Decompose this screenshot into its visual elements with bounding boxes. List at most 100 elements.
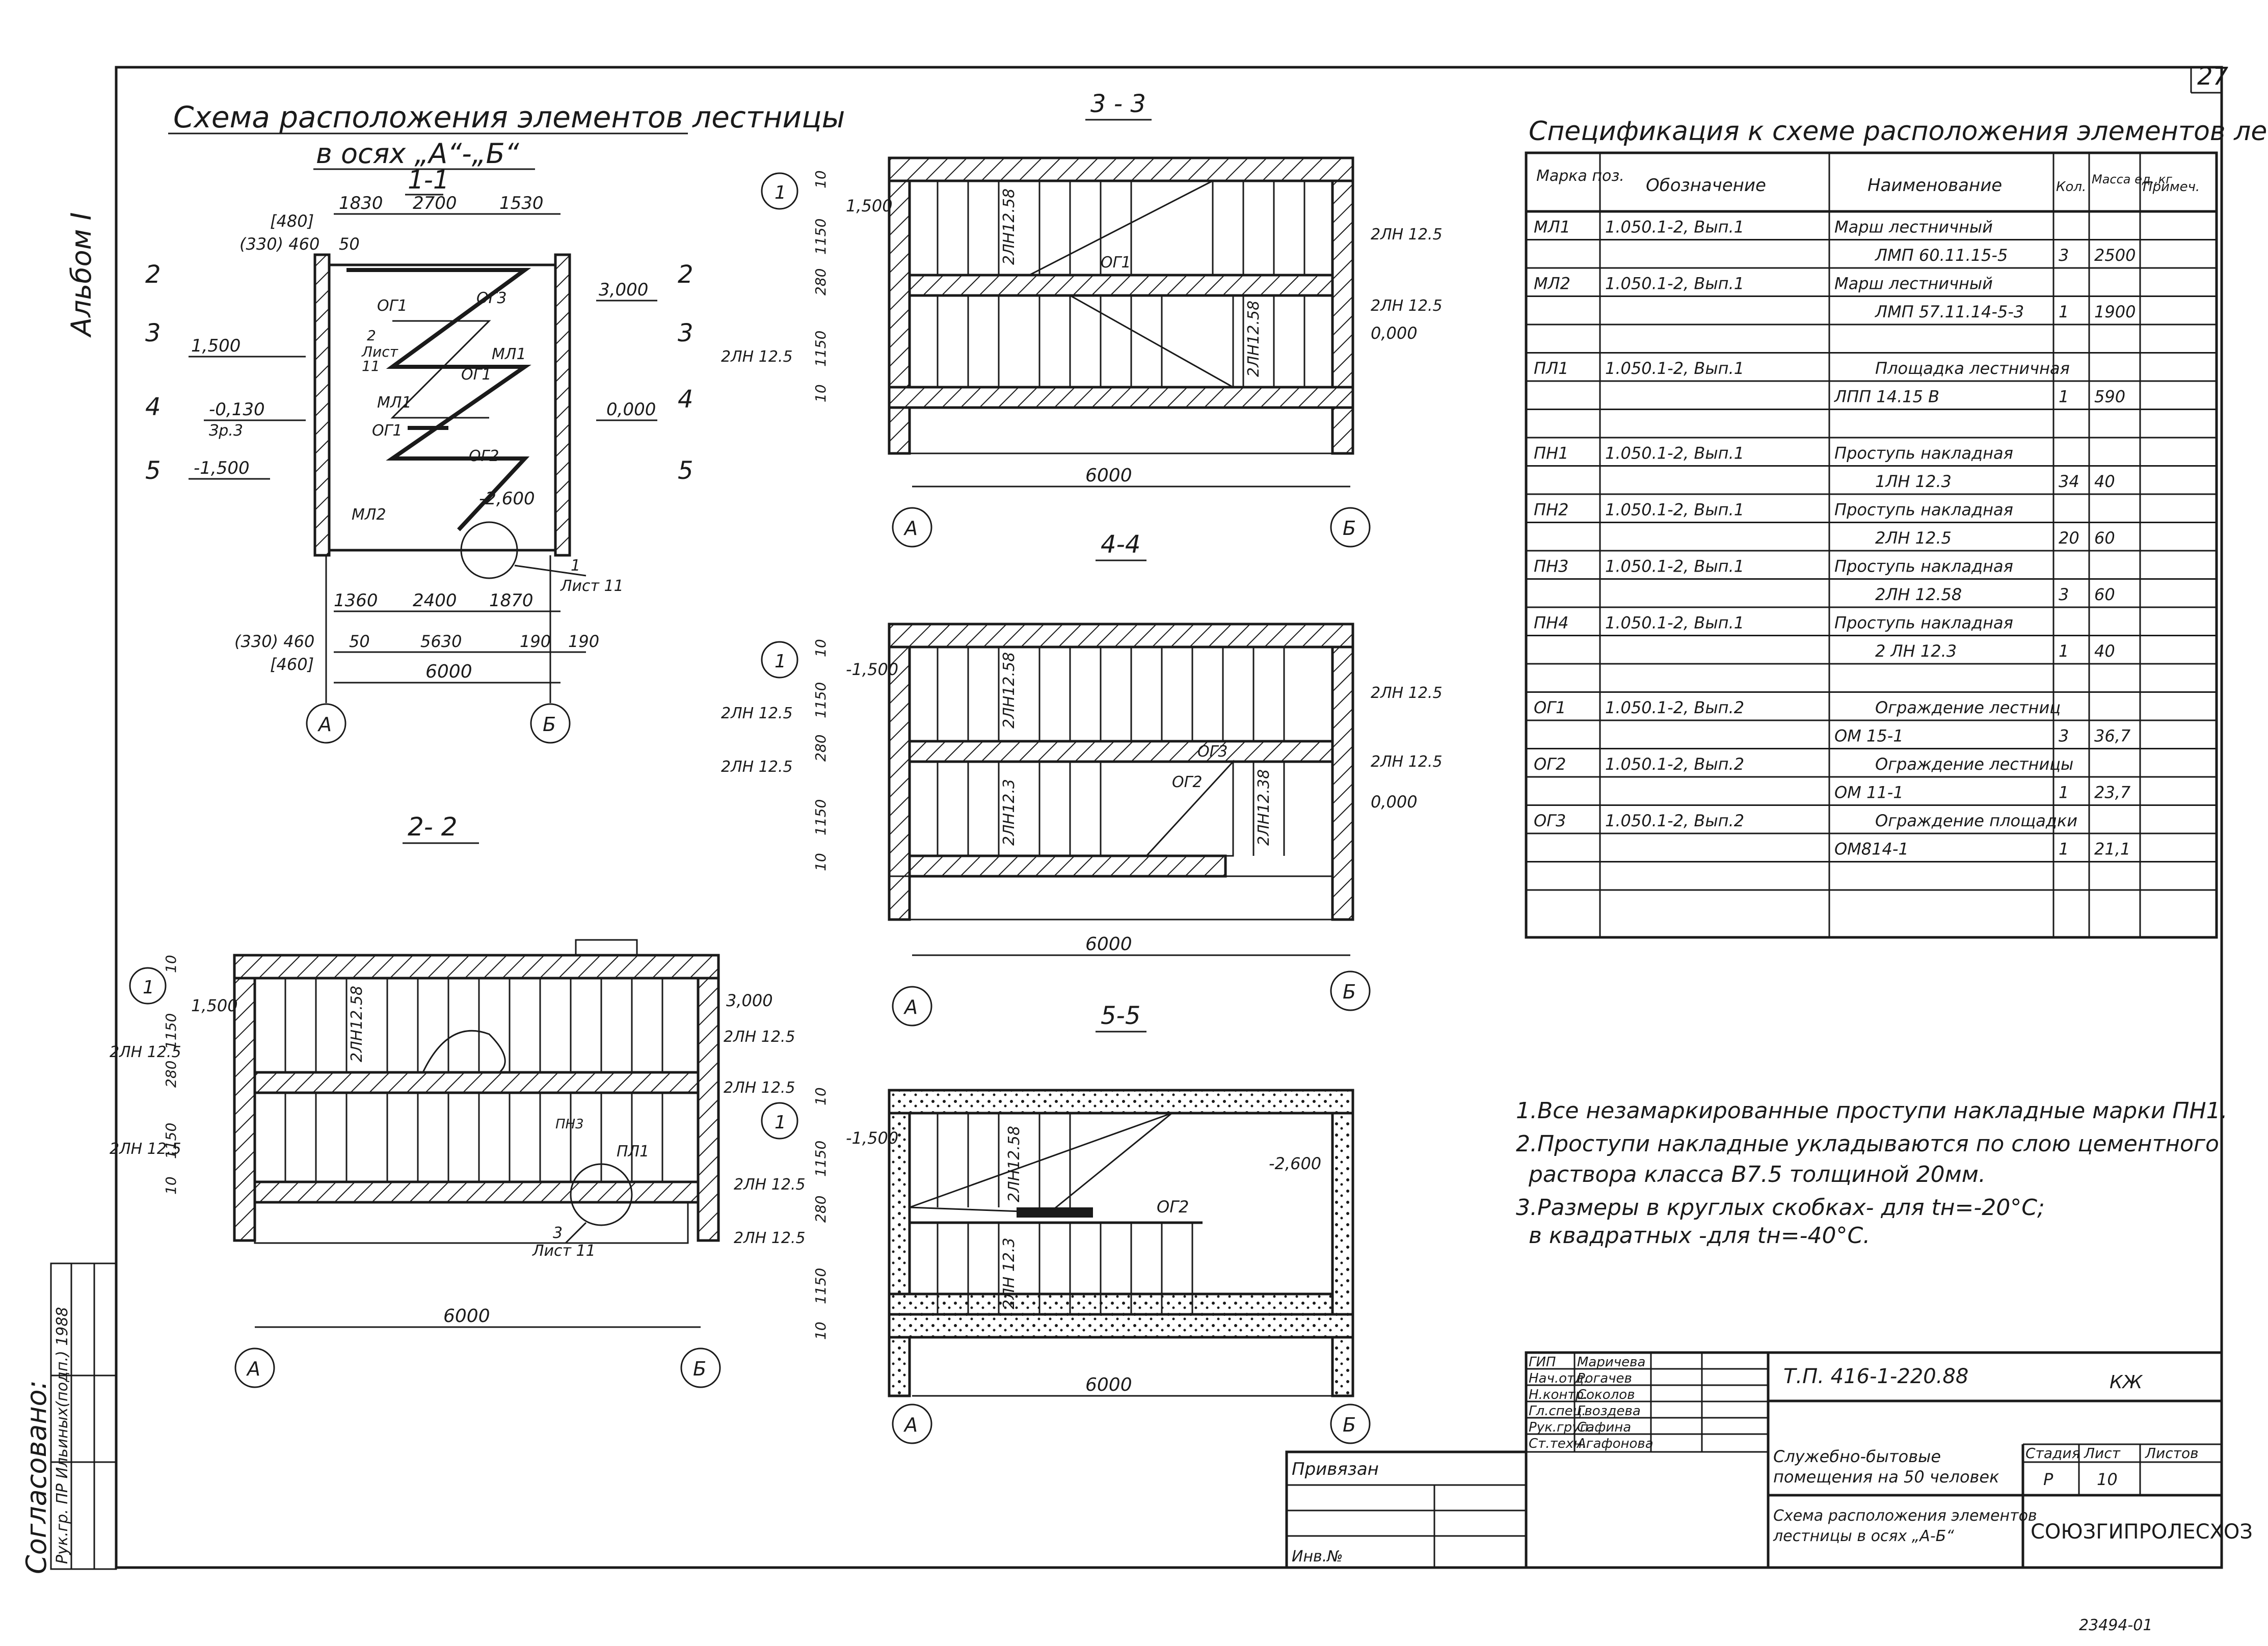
svg-text:(330) 460: (330) 460: [234, 632, 314, 651]
svg-text:ГИП: ГИП: [1529, 1355, 1556, 1370]
svg-text:10: 10: [812, 1321, 829, 1340]
svg-text:2ЛН 12.3: 2ЛН 12.3: [1000, 1237, 1018, 1309]
svg-text:-1,500: -1,500: [846, 660, 898, 679]
note-3b: в квадратных -для tн=-40°С.: [1529, 1223, 1870, 1249]
svg-text:3: 3: [678, 319, 693, 347]
svg-text:190: 190: [520, 632, 551, 651]
scheme-title: Схема расположения элементов лестницы: [173, 100, 845, 134]
svg-text:1,500: 1,500: [191, 336, 241, 356]
wall-left: [313, 253, 331, 557]
svg-text:2: 2: [367, 327, 376, 344]
svg-text:2ЛН 12.5: 2ЛН 12.5: [721, 758, 793, 776]
spec-cell: 1ЛН 12.3: [1875, 472, 1952, 491]
svg-text:А: А: [903, 996, 918, 1018]
svg-text:Лист: Лист: [361, 343, 398, 360]
svg-text:2ЛН12.58: 2ЛН12.58: [348, 986, 366, 1062]
spec-cell: 1900: [2094, 302, 2136, 321]
sheet-frame: [115, 66, 2223, 1569]
svg-text:10: 10: [812, 639, 829, 657]
svg-text:ОГ2: ОГ2: [1157, 1197, 1189, 1217]
spec-cell: 1.050.1-2, Вып.1: [1605, 359, 1744, 378]
spec-cell: ОМ814-1: [1834, 840, 1909, 859]
svg-text:2ЛН12.58: 2ЛН12.58: [1000, 188, 1018, 265]
spec-cell: Проступь накладная: [1834, 557, 2013, 576]
svg-text:5: 5: [678, 456, 693, 485]
svg-text:3: 3: [553, 1224, 563, 1242]
section-1-1-title: 1-1: [408, 165, 449, 195]
svg-text:ПЛ1: ПЛ1: [617, 1143, 649, 1161]
note-3: 3.Размеры в круглых скобках- для tн=-20°…: [1516, 1195, 2045, 1221]
svg-text:0,000: 0,000: [1371, 792, 1418, 812]
svg-text:Маричева: Маричева: [1577, 1355, 1645, 1370]
svg-text:190: 190: [568, 632, 599, 651]
svg-text:10: 10: [812, 853, 829, 871]
spec-cell: ЛПП 14.15 В: [1834, 387, 1939, 407]
svg-text:4: 4: [678, 385, 693, 414]
svg-text:280: 280: [812, 268, 829, 295]
sheet-title-line1: Схема расположения элементов: [1773, 1507, 2037, 1525]
svg-text:2ЛН 12.5: 2ЛН 12.5: [734, 1229, 806, 1247]
svg-text:-2,600: -2,600: [1269, 1154, 1321, 1173]
spec-cell: ПН1: [1534, 444, 1568, 463]
sheet-title-line2: лестницы в осях „А-Б“: [1773, 1527, 1954, 1545]
svg-text:Агафонова: Агафонова: [1576, 1436, 1653, 1451]
svg-text:1: 1: [775, 651, 786, 672]
svg-text:1150: 1150: [812, 1141, 829, 1177]
note-2: 2.Проступи накладные укладываются по сло…: [1516, 1131, 2219, 1157]
svg-text:2400: 2400: [413, 590, 457, 611]
spec-cell: МЛ2: [1534, 274, 1570, 293]
spec-cell: 1.050.1-2, Вып.1: [1605, 444, 1744, 463]
svg-text:2ЛН 12.5: 2ЛН 12.5: [110, 1140, 181, 1158]
svg-text:1150: 1150: [812, 799, 829, 835]
section-2-2-title: 2- 2: [408, 812, 458, 842]
svg-text:10: 10: [163, 1176, 179, 1195]
svg-text:Обозначение: Обозначение: [1646, 175, 1766, 196]
svg-text:Зр.3: Зр.3: [209, 422, 243, 440]
svg-text:1150: 1150: [812, 331, 829, 367]
svg-text:2ЛН 12.5: 2ЛН 12.5: [1371, 226, 1443, 244]
spec-cell: Ограждение лестниц: [1875, 698, 2061, 717]
doc-code: Т.П. 416-1-220.88: [1783, 1365, 1968, 1388]
svg-text:ОГ1: ОГ1: [372, 422, 402, 440]
svg-text:2ЛН 12.5: 2ЛН 12.5: [110, 1043, 181, 1061]
spec-cell: Марш лестничный: [1834, 274, 1993, 293]
spec-table: Спецификация к схеме расположения элемен…: [1525, 116, 2268, 939]
svg-text:5: 5: [145, 456, 161, 485]
svg-text:1150: 1150: [163, 1123, 179, 1159]
svg-text:ОГ3: ОГ3: [1197, 743, 1228, 761]
stage-value: Р: [2043, 1470, 2053, 1489]
doc-section: КЖ: [2110, 1372, 2144, 1393]
svg-text:ОГ1: ОГ1: [461, 366, 491, 384]
svg-text:ОГ1: ОГ1: [377, 297, 407, 315]
svg-text:2700: 2700: [413, 193, 457, 213]
spec-cell: МЛ1: [1534, 218, 1570, 237]
svg-text:1150: 1150: [812, 219, 829, 255]
spec-cell: 1.050.1-2, Вып.1: [1605, 500, 1744, 520]
svg-text:Лист: Лист: [2084, 1445, 2121, 1462]
svg-text:МЛ1: МЛ1: [492, 345, 526, 363]
section-1-1: 1-1 1830 2700 1530 [480] (330) 460 50 ОГ…: [145, 165, 693, 744]
svg-text:Гвоздева: Гвоздева: [1577, 1404, 1641, 1419]
sheet-value: 10: [2097, 1470, 2118, 1489]
svg-text:ОГ3: ОГ3: [476, 289, 506, 307]
spec-cell: 36,7: [2094, 726, 2131, 746]
spec-cell: 1.050.1-2, Вып.2: [1605, 811, 1744, 830]
spec-cell: ПН2: [1534, 500, 1568, 520]
svg-text:1150: 1150: [163, 1013, 179, 1049]
page-number: 27: [2197, 62, 2229, 91]
svg-text:6000: 6000: [425, 661, 472, 682]
spec-cell: Проступь накладная: [1834, 500, 2013, 520]
section-5-5-title: 5-5: [1101, 1002, 1140, 1030]
album-label: Альбом I: [65, 212, 97, 338]
spec-cell: 1: [2059, 783, 2069, 802]
spec-cell: 20: [2059, 528, 2079, 548]
section-2-2: 2- 2 2ЛН12.58 ПЛ1 ПН3: [110, 812, 795, 1388]
spec-cell: 1.050.1-2, Вып.1: [1605, 274, 1744, 293]
note-1: 1.Все незамаркированные проступи накладн…: [1516, 1098, 2228, 1124]
svg-text:Б: Б: [693, 1358, 706, 1380]
svg-text:Нач.отд.: Нач.отд.: [1529, 1371, 1588, 1386]
project-line2: помещения на 50 человек: [1773, 1467, 1999, 1487]
section-3-3: 3 - 3 2ЛН12.58 2ЛН12.58 ОГ1 1,500 0,000 …: [721, 90, 1443, 548]
spec-cell: ПН3: [1534, 557, 1568, 576]
